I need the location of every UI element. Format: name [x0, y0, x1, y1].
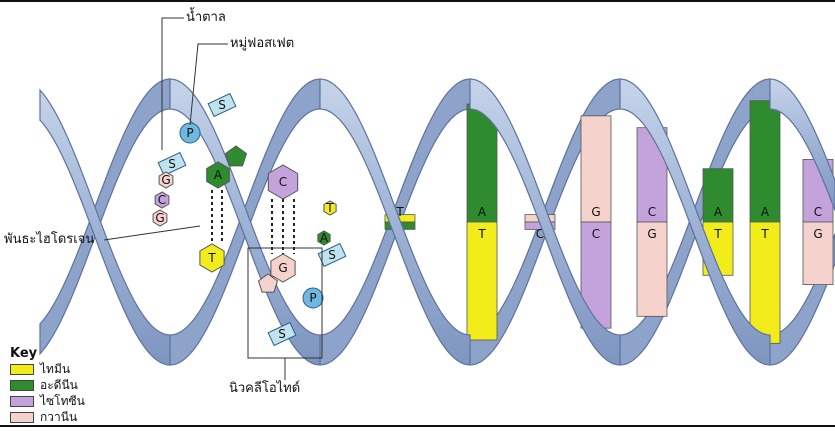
base-pair: AT	[467, 104, 497, 340]
adenine-pentagon	[226, 146, 247, 166]
sugar-letter: S	[328, 248, 336, 262]
sugar-letter: S	[218, 98, 226, 112]
hydrogen-bond-label: พันธะไฮโดรเจน	[4, 232, 94, 248]
base-letter: A	[761, 205, 770, 219]
detail-base-letter: G	[278, 261, 287, 275]
base-letter: C	[814, 205, 822, 219]
base-pair: AT	[750, 101, 780, 344]
hydrogen-bond-leader-line	[104, 226, 200, 240]
sugar-letter: S	[168, 157, 176, 171]
base-letter: C	[648, 205, 656, 219]
cytosine-swatch	[10, 396, 34, 407]
nucleotide-label: นิวคลีโอไทด์	[229, 381, 300, 397]
base-letter: G	[647, 227, 656, 241]
phosphate-letter: P	[186, 126, 193, 140]
base-letter: T	[760, 227, 769, 241]
base-letter: G	[591, 205, 600, 219]
thymine-swatch	[10, 364, 34, 375]
key-row-guanine: กวานีน	[10, 410, 77, 424]
base-pair-rungs: TAATGCGCCGATATCG	[385, 101, 833, 344]
base-pair: GC	[581, 116, 611, 328]
detail-base-letter: T	[325, 201, 334, 215]
detail-base-letter: G	[155, 211, 164, 225]
phosphate-label: หมู่ฟอสเฟต	[230, 36, 294, 52]
base-letter: C	[592, 227, 600, 241]
detail-base-letter: A	[320, 231, 329, 245]
hydrogen-bond-dashes	[272, 199, 294, 254]
detail-base-letter: T	[207, 251, 216, 265]
key-row-cytosine: ไซโทซีน	[10, 394, 85, 408]
guanine-name: กวานีน	[40, 408, 77, 427]
phosphate-letter: P	[309, 291, 316, 305]
detail-base-letter: G	[161, 173, 170, 187]
base-letter: T	[477, 227, 486, 241]
base-letter: A	[478, 205, 487, 219]
adenine-swatch	[10, 380, 34, 391]
adenine-block	[750, 101, 780, 222]
detail-base-letter: A	[214, 168, 223, 182]
hydrogen-bond-dashes	[212, 190, 222, 243]
sugar-letter: S	[278, 327, 286, 341]
base-letter: T	[713, 227, 722, 241]
base-letter: G	[813, 227, 822, 241]
detail-base-letter: C	[158, 193, 166, 207]
base-letter: A	[714, 205, 723, 219]
key-row-adenine: อะดีนีน	[10, 378, 78, 392]
key-row-thymine: ไทมีน	[10, 362, 70, 376]
detail-base-letter: C	[279, 175, 287, 189]
key-title: Key	[10, 346, 37, 361]
sugar-label: น้ำตาล	[186, 10, 226, 26]
guanine-swatch	[10, 412, 34, 423]
